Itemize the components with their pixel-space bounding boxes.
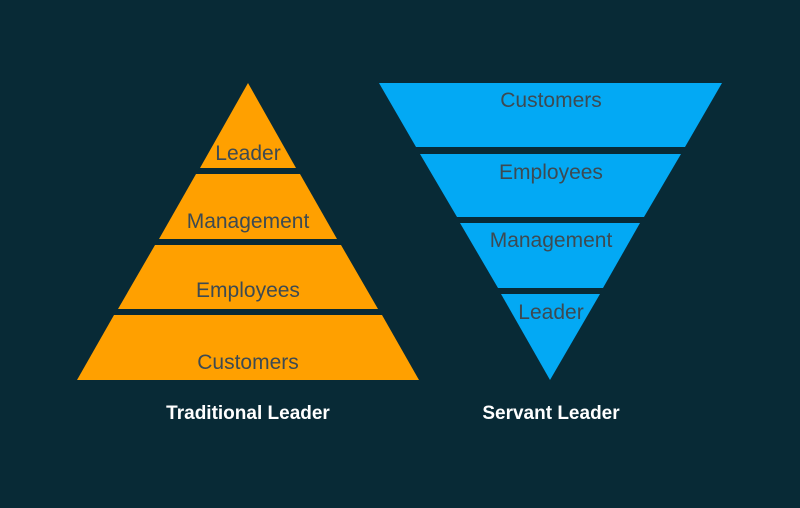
servant-tier-4-band — [501, 294, 600, 380]
servant-tier-3-band — [460, 223, 640, 288]
servant-tier-3-label: Management — [490, 229, 613, 252]
traditional-tier-3-band — [118, 245, 378, 309]
traditional-tier-4-label: Customers — [197, 351, 299, 374]
traditional-leader-pyramid: Leader Management Employees Customers Tr… — [77, 83, 419, 424]
traditional-tier-1-label: Leader — [215, 142, 280, 165]
traditional-tier-3-label: Employees — [196, 279, 300, 302]
traditional-leader-caption: Traditional Leader — [166, 403, 330, 424]
servant-tier-4-label: Leader — [518, 301, 583, 324]
servant-tier-2-label: Employees — [499, 161, 603, 184]
servant-tier-1-label: Customers — [500, 89, 602, 112]
servant-tier-1-band — [379, 83, 722, 147]
traditional-tier-2-label: Management — [187, 210, 310, 233]
servant-tier-2-band — [420, 154, 681, 217]
traditional-tier-1-band — [200, 83, 296, 168]
traditional-tier-4-band — [77, 315, 419, 380]
traditional-tier-2-band — [159, 174, 337, 239]
servant-leader-pyramid: Customers Employees Management Leader Se… — [379, 83, 722, 424]
servant-leader-caption: Servant Leader — [482, 403, 620, 424]
